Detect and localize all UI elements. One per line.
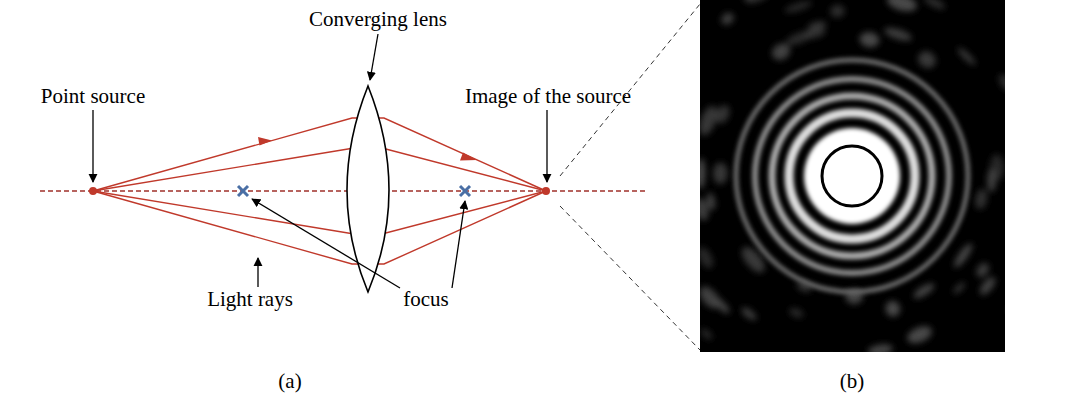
focus-marks [238,186,470,196]
image-label: Image of the source [465,85,631,108]
zoom-lines [560,4,700,350]
lens-label: Converging lens [309,8,447,31]
airy-pattern [700,0,1005,352]
panel-label: (a) [278,370,301,393]
light-rays [93,118,546,264]
airy-pattern-panel [700,0,1005,352]
optical-axis [40,190,648,191]
focus-label: focus [403,288,449,311]
image-point [542,187,550,195]
source-label: Point source [41,85,145,108]
source-point [89,187,97,195]
pointer-arrows [93,34,547,288]
converging-lens [347,86,389,292]
panel-label: (b) [840,370,865,393]
rays-label: Light rays [207,288,293,311]
